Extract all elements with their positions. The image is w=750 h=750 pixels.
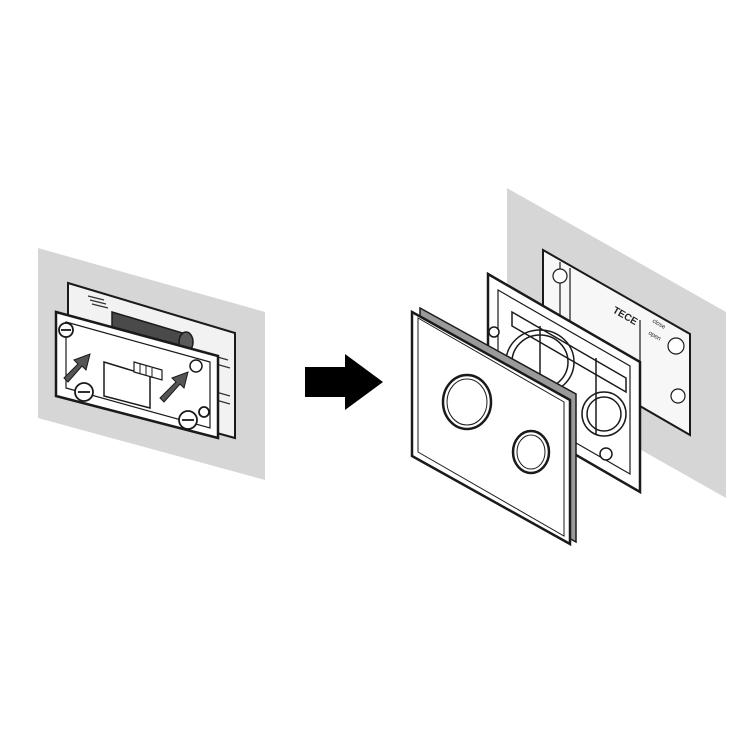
push-arrow-icon [63, 353, 189, 403]
flush-button-large [441, 373, 493, 431]
flush-plate [410, 309, 572, 547]
adjust-dial-left [189, 359, 203, 373]
step-1-mounting [38, 248, 265, 480]
connector-block [133, 361, 163, 381]
step-2-exploded-view: TECE open close [410, 188, 726, 547]
bracket-frame-bars [488, 310, 627, 461]
mechanism-label: open [647, 331, 662, 343]
bracket-inner-edge [65, 321, 211, 429]
screw-icon [58, 322, 210, 430]
flush-button-small [511, 429, 551, 475]
button-ring-small [581, 391, 627, 437]
step-arrow-icon [305, 354, 383, 410]
flush-plate-inner-edge [417, 317, 565, 537]
